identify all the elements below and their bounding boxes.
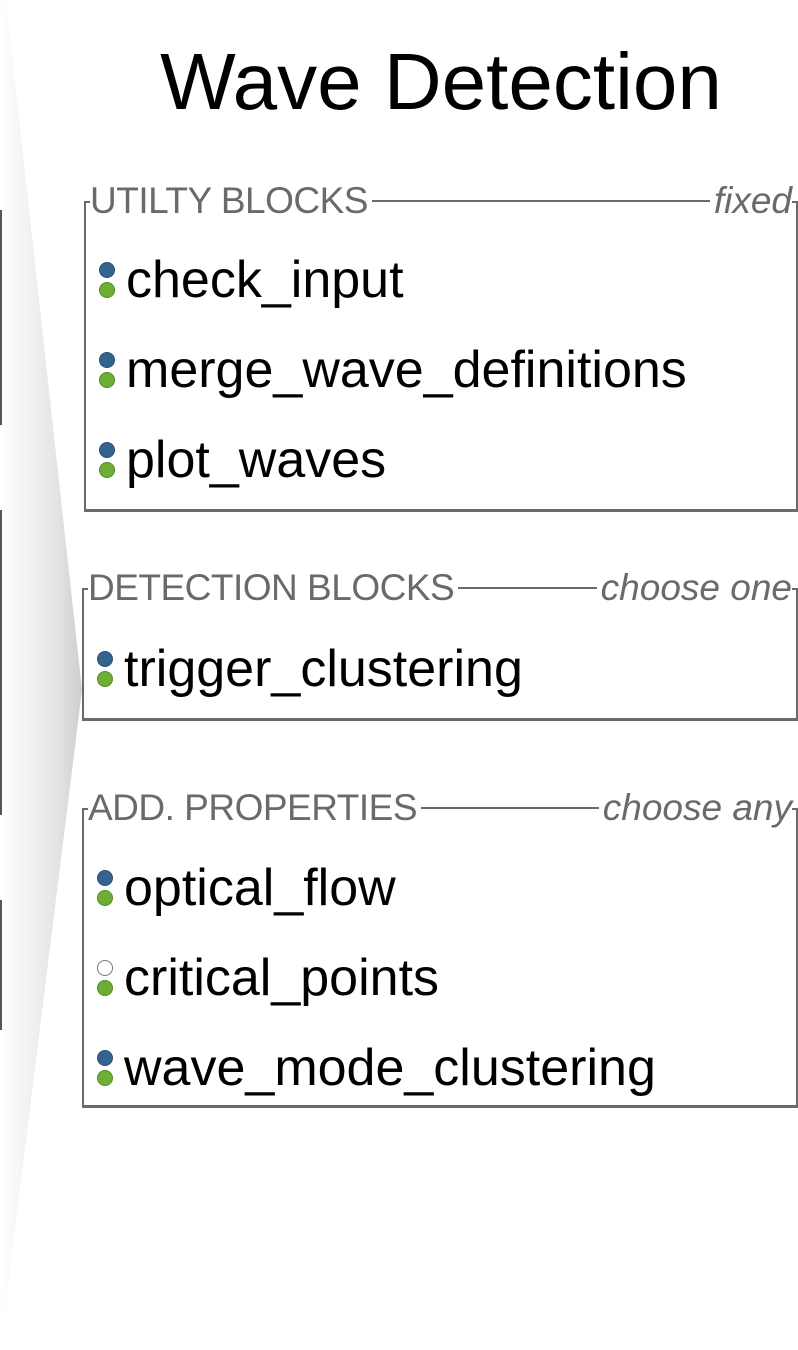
- status-dot-green-icon: [99, 282, 115, 298]
- block-item[interactable]: optical_flow: [96, 858, 396, 918]
- page-title: Wave Detection: [160, 37, 722, 126]
- status-dots: [96, 648, 116, 690]
- group-label: ADD. PROPERTIES: [88, 787, 418, 828]
- frame-corner-right: [792, 201, 798, 213]
- frame-corner-right: [792, 588, 798, 600]
- status-dot-blue-icon: [99, 442, 115, 458]
- block-item[interactable]: wave_mode_clustering: [96, 1038, 656, 1098]
- block-item[interactable]: check_input: [98, 250, 404, 310]
- block-item[interactable]: merge_wave_definitions: [98, 340, 687, 400]
- group-header: ADD. PROPERTIES choose any: [82, 787, 798, 828]
- status-dot-green-icon: [97, 980, 113, 996]
- block-name: trigger_clustering: [124, 640, 523, 698]
- group-mode: choose one: [600, 567, 792, 608]
- status-dots: [96, 957, 116, 999]
- block-item[interactable]: plot_waves: [98, 430, 386, 490]
- block-name: critical_points: [124, 949, 440, 1007]
- status-dot-blue-icon: [97, 1050, 113, 1066]
- status-dot-blue-icon: [99, 262, 115, 278]
- status-dot-blue-icon: [97, 651, 113, 667]
- group-mode: choose any: [602, 787, 792, 828]
- status-dot-green-icon: [99, 462, 115, 478]
- block-name: wave_mode_clustering: [124, 1039, 656, 1097]
- block-name: merge_wave_definitions: [126, 341, 687, 399]
- status-dot-blue-icon: [99, 352, 115, 368]
- status-dot-green-icon: [97, 671, 113, 687]
- block-item[interactable]: critical_points: [96, 948, 439, 1008]
- status-dot-green-icon: [97, 1070, 113, 1086]
- additional-properties-group: ADD. PROPERTIES choose any optical_flow …: [82, 787, 798, 1108]
- group-header-rule: [371, 200, 710, 202]
- status-dots: [96, 1047, 116, 1089]
- group-header: UTILTY BLOCKS fixed: [84, 180, 798, 221]
- group-label: UTILTY BLOCKS: [90, 180, 368, 221]
- connector-fan: [0, 0, 82, 1350]
- utility-blocks-group: UTILTY BLOCKS fixed check_input merge_wa…: [84, 180, 798, 512]
- status-dots: [98, 259, 118, 301]
- status-dots: [98, 349, 118, 391]
- block-name: plot_waves: [126, 431, 387, 489]
- frame-corner-left: [82, 808, 88, 820]
- group-mode: fixed: [713, 180, 792, 221]
- group-header: DETECTION BLOCKS choose one: [82, 567, 798, 608]
- frame-corner-left: [82, 588, 88, 600]
- frame-corner-left: [84, 201, 90, 213]
- status-dot-empty-icon: [97, 960, 113, 976]
- status-dot-green-icon: [97, 890, 113, 906]
- group-header-rule: [421, 807, 599, 809]
- block-item[interactable]: trigger_clustering: [96, 639, 523, 699]
- frame-corner-right: [792, 808, 798, 820]
- block-name: optical_flow: [124, 859, 396, 917]
- block-name: check_input: [126, 251, 404, 309]
- status-dots: [96, 867, 116, 909]
- status-dots: [98, 439, 118, 481]
- group-label: DETECTION BLOCKS: [88, 567, 455, 608]
- status-dot-green-icon: [99, 372, 115, 388]
- detection-blocks-group: DETECTION BLOCKS choose one trigger_clus…: [82, 567, 798, 721]
- group-header-rule: [458, 587, 597, 589]
- status-dot-blue-icon: [97, 870, 113, 886]
